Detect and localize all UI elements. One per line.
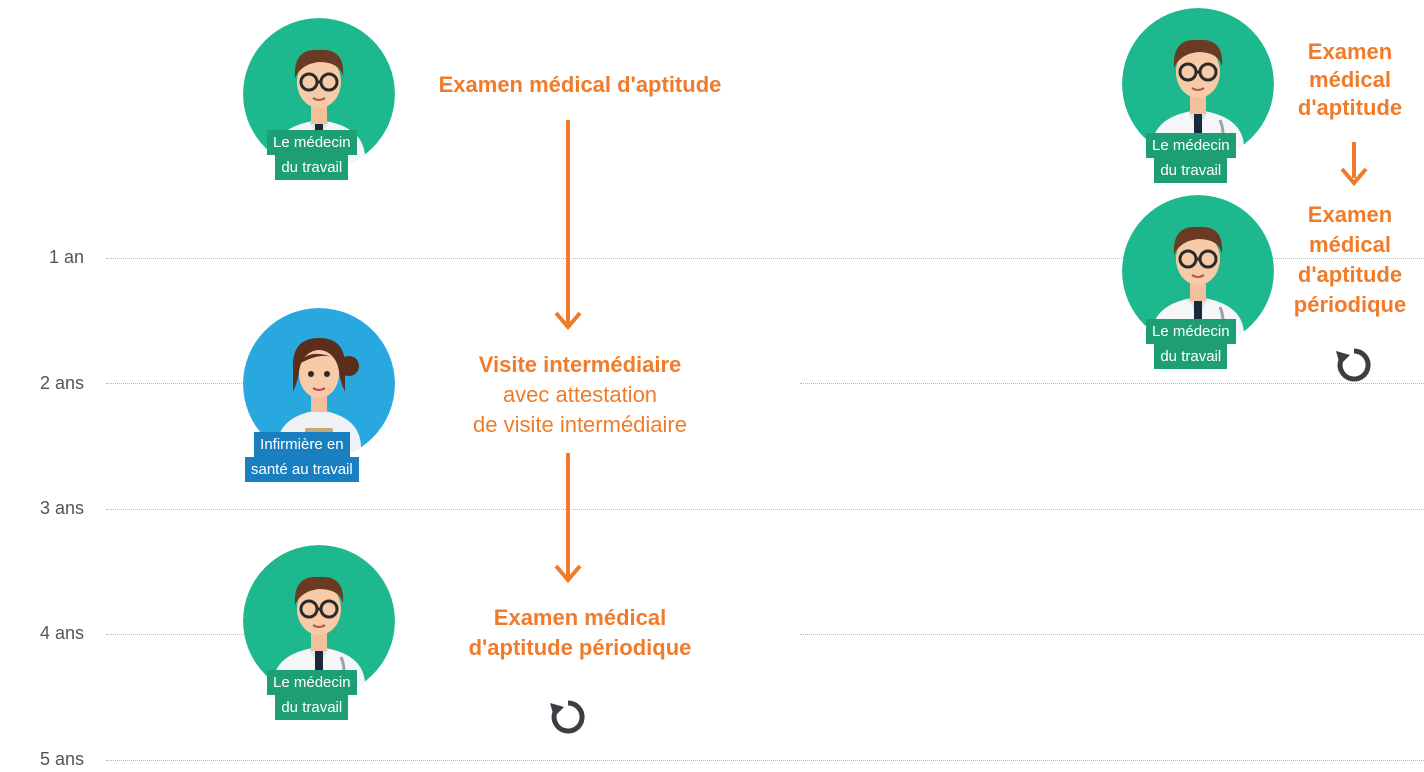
doctor-role-line2: du travail	[275, 695, 349, 720]
nurse-role-badge: Infirmière en santé au travail	[245, 432, 359, 482]
gridline-2b	[800, 383, 1424, 384]
step-title-2: Visite intermédiaire avec attestation de…	[400, 350, 760, 440]
right-step-1-line3: d'aptitude	[1297, 95, 1403, 120]
doctor-role-badge: Le médecin du travail	[267, 670, 357, 720]
right-step-2-line1: Examen	[1307, 202, 1393, 227]
nurse-role-line2: santé au travail	[245, 457, 359, 482]
year-label-4: 4 ans	[39, 623, 84, 643]
nurse-role-line1: Infirmière en	[254, 432, 350, 457]
gridline-4b	[800, 634, 1424, 635]
doctor-role-line1: Le médecin	[267, 670, 357, 695]
arrow-down-icon	[554, 564, 582, 584]
right-step-1-line2: médical	[1309, 67, 1391, 92]
step-title-3: Examen médical d'aptitude périodique	[400, 603, 760, 663]
arrow-shaft-2	[566, 453, 570, 578]
doctor-role-line1: Le médecin	[267, 130, 357, 155]
refresh-icon	[550, 700, 585, 734]
refresh-icon	[1336, 348, 1371, 382]
gridline-3	[106, 509, 1424, 510]
right-step-2-line3: d'aptitude	[1297, 262, 1403, 287]
right-step-title-1: Examen médical d'aptitude	[1280, 38, 1420, 122]
step-3-line1: Examen médical	[493, 605, 667, 630]
step-3-line2: d'aptitude périodique	[468, 635, 692, 660]
gridline-4a	[106, 634, 244, 635]
arrow-shaft-1	[566, 120, 570, 325]
step-2-line2: avec attestation	[502, 382, 658, 407]
doctor-role-line1: Le médecin	[1146, 133, 1236, 158]
arrow-down-icon	[554, 311, 582, 331]
right-arrow-shaft	[1352, 142, 1356, 178]
doctor-role-line2: du travail	[1154, 158, 1228, 183]
year-label-2: 2 ans	[39, 373, 84, 393]
doctor-role-badge: Le médecin du travail	[267, 130, 357, 180]
doctor-role-line1: Le médecin	[1146, 319, 1236, 344]
year-label-3: 3 ans	[39, 498, 84, 518]
step-title-1: Examen médical d'aptitude	[438, 72, 722, 97]
year-label-1: 1 an	[48, 247, 84, 267]
doctor-role-badge: Le médecin du travail	[1146, 319, 1236, 369]
gridline-5	[106, 760, 1424, 761]
right-step-title-2: Examen médical d'aptitude périodique	[1280, 200, 1420, 320]
step-2-bold: Visite intermédiaire	[478, 352, 682, 377]
gridline-2a	[106, 383, 244, 384]
arrow-down-icon	[1340, 167, 1368, 187]
year-label-5: 5 ans	[39, 749, 84, 769]
doctor-role-badge: Le médecin du travail	[1146, 133, 1236, 183]
right-step-1-line1: Examen	[1307, 39, 1393, 64]
right-step-2-line4: périodique	[1293, 292, 1407, 317]
gridline-1	[106, 258, 1424, 259]
right-step-2-line2: médical	[1309, 232, 1391, 257]
doctor-role-line2: du travail	[1154, 344, 1228, 369]
step-2-line3: de visite intermédiaire	[473, 412, 687, 437]
doctor-role-line2: du travail	[275, 155, 349, 180]
